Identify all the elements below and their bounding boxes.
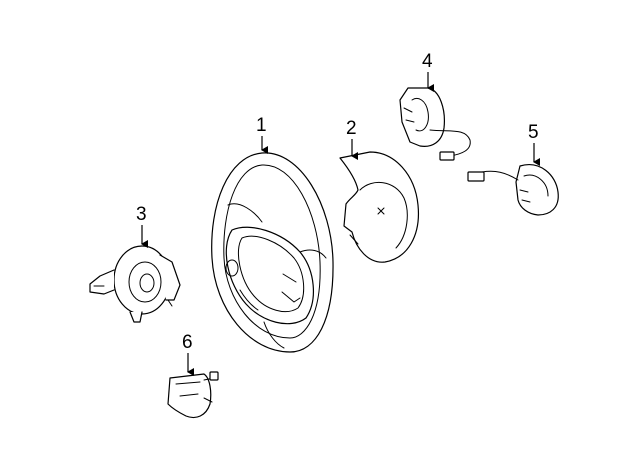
callout-label-6: 6 — [182, 332, 193, 353]
callout-label-2: 2 — [346, 118, 357, 139]
callout-label-5: 5 — [528, 122, 539, 143]
callout-label-4: 4 — [422, 51, 433, 72]
part-3-clock-spring — [89, 245, 181, 323]
callout-4: 4 — [422, 51, 434, 92]
callout-5: 5 — [528, 122, 540, 166]
callout-label-3: 3 — [136, 204, 147, 225]
callout-3: 3 — [136, 204, 148, 248]
part-4-switch-assembly — [399, 87, 471, 161]
part-2-airbag-cover — [339, 151, 420, 263]
part-1-steering-wheel — [211, 152, 334, 353]
callout-2: 2 — [346, 118, 358, 160]
part-6-paddle-switch — [167, 371, 219, 419]
callout-label-1: 1 — [256, 115, 267, 136]
callout-6: 6 — [182, 332, 194, 376]
part-5-switch-assembly — [467, 164, 559, 216]
callout-1: 1 — [256, 115, 268, 154]
